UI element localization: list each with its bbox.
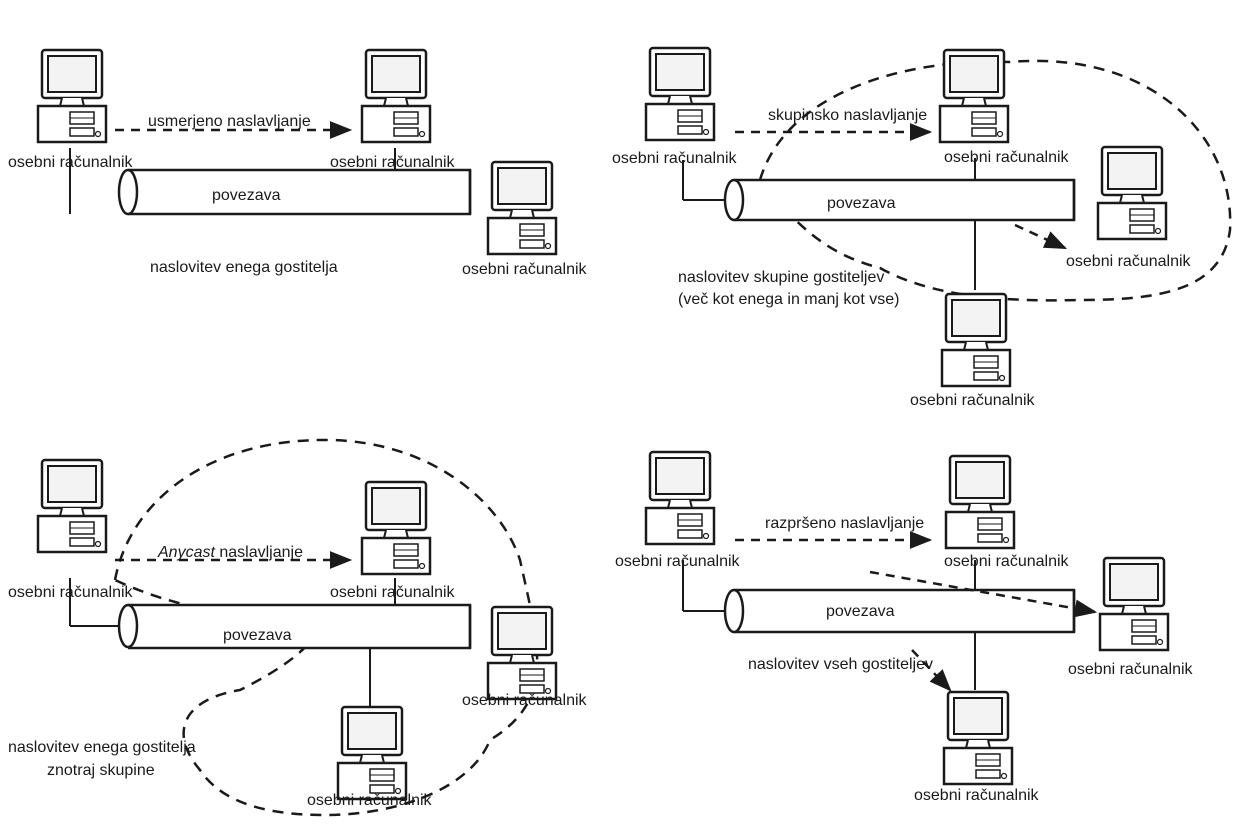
network-link-cylinder-icon [723, 178, 1076, 222]
caption: znotraj skupine [47, 762, 155, 779]
group-boundary [758, 59, 1232, 302]
link-wires [69, 578, 396, 715]
broadcast-arrow [869, 570, 1098, 618]
desktop-computer-icon [942, 690, 1014, 786]
desktop-computer-icon [360, 480, 432, 576]
host-label: osebni računalnik [330, 584, 456, 601]
desktop-computer-icon [940, 292, 1012, 388]
desktop-computer-icon [644, 450, 716, 546]
link-label: povezava [827, 195, 896, 212]
multicast-diagram: povezava skupinsko naslavljanje osebni r… [612, 46, 1232, 409]
link-wires [682, 560, 976, 690]
desktop-computer-icon [36, 458, 108, 554]
host-label: osebni računalnik [462, 261, 588, 278]
host-label: osebni računalnik [8, 154, 134, 171]
desktop-computer-icon [36, 48, 108, 144]
host-label: osebni računalnik [944, 149, 1070, 166]
group-boundary [113, 438, 539, 817]
desktop-computer-icon [1098, 556, 1170, 652]
desktop-computer-icon [336, 705, 408, 801]
desktop-computer-icon [486, 160, 558, 256]
host-label: osebni računalnik [1068, 661, 1194, 678]
unicast-diagram: povezava usmerjeno naslavljanje osebni r… [8, 48, 588, 278]
arrow-label: usmerjeno naslavljanje [148, 113, 311, 130]
broadcast-diagram: povezava razpršeno naslavljanje osebni r… [615, 450, 1194, 804]
link-label: povezava [212, 187, 281, 204]
arrow-label: Anycast naslavljanje [157, 544, 303, 561]
host-label: osebni računalnik [944, 553, 1070, 570]
host-label: osebni računalnik [1066, 253, 1192, 270]
link-label: povezava [223, 627, 292, 644]
host-label: osebni računalnik [307, 792, 433, 809]
network-link-cylinder-icon [117, 168, 472, 216]
desktop-computer-icon [644, 46, 716, 142]
desktop-computer-icon [944, 454, 1016, 550]
host-label: osebni računalnik [914, 787, 1040, 804]
link-wires [69, 148, 396, 214]
arrow-label-italic: Anycast [157, 544, 215, 561]
network-link-cylinder-icon [117, 603, 472, 650]
host-label: osebni računalnik [910, 392, 1036, 409]
link-label: povezava [826, 603, 895, 620]
caption: naslovitev vseh gostiteljev [748, 656, 933, 673]
caption: (več kot enega in manj kot vse) [678, 291, 899, 308]
desktop-computer-icon [360, 48, 432, 144]
desktop-computer-icon [938, 48, 1010, 144]
arrow-label-rest: naslavljanje [215, 544, 303, 561]
anycast-diagram: povezava Anycast naslavljanje osebni rač… [8, 438, 588, 817]
caption: naslovitev enega gostitelja [8, 739, 196, 756]
arrow-label: razpršeno naslavljanje [765, 515, 924, 532]
multicast-arrow [1014, 223, 1068, 250]
caption: naslovitev skupine gostiteljev [678, 269, 884, 286]
host-label: osebni računalnik [462, 692, 588, 709]
host-label: osebni računalnik [612, 150, 738, 167]
desktop-computer-icon [1096, 145, 1168, 241]
link-wires [682, 158, 976, 290]
arrow-label: skupinsko naslavljanje [768, 107, 927, 124]
desktop-computer-icon [486, 605, 558, 701]
caption: naslovitev enega gostitelja [150, 259, 338, 276]
network-link-cylinder-icon [723, 588, 1076, 634]
host-label: osebni računalnik [330, 154, 456, 171]
host-label: osebni računalnik [615, 553, 741, 570]
host-label: osebni računalnik [8, 584, 134, 601]
